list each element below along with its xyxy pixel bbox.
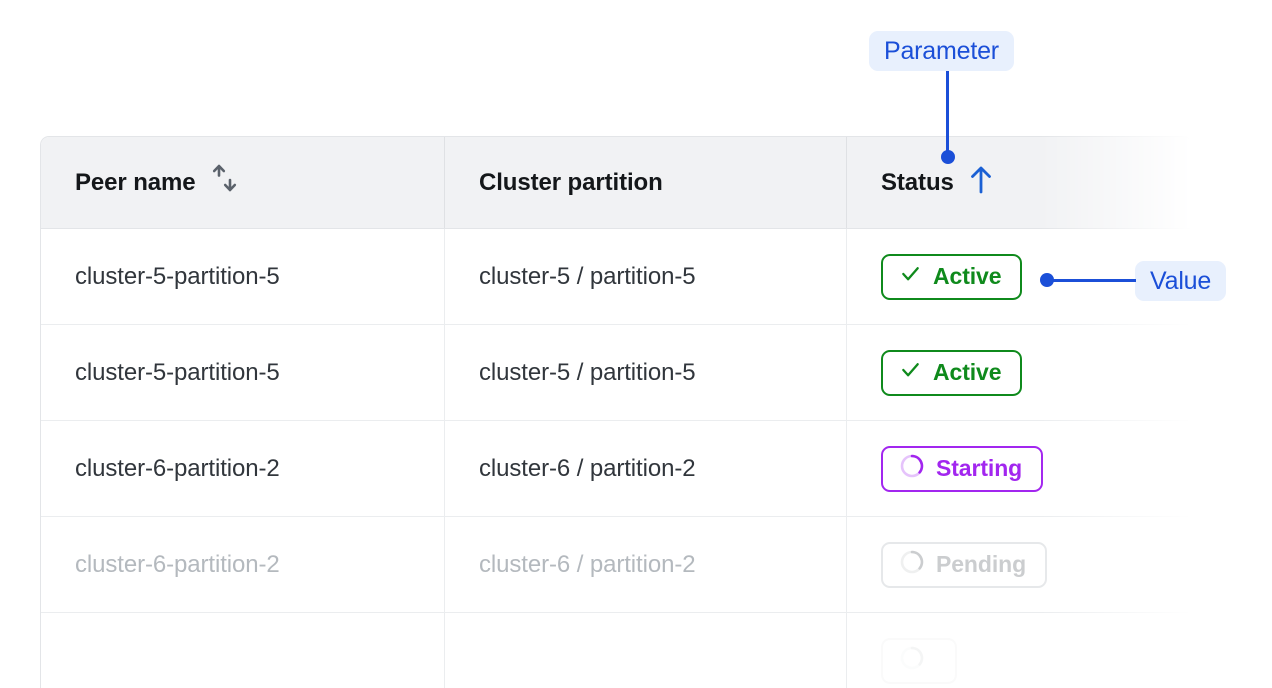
status-badge-label: Active (933, 359, 1002, 385)
annotation-leader-line-value (1046, 279, 1136, 282)
status-badge-active: Active (881, 349, 1023, 396)
cell-status: Active (846, 325, 1191, 420)
cell-peer-name: cluster-5-partition-5 (75, 358, 280, 386)
cell-cluster-partition (444, 613, 846, 688)
spinner-icon (899, 453, 925, 485)
table-row[interactable] (41, 613, 1191, 688)
table-viewport: Peer name Cluster partition Status (40, 136, 1192, 688)
annotation-dot-parameter (941, 150, 955, 164)
cell-cluster-partition: cluster-5 / partition-5 (444, 229, 846, 324)
annotation-dot-value (1040, 273, 1054, 287)
table-header-row: Peer name Cluster partition Status (41, 137, 1191, 229)
column-header-cluster-partition[interactable]: Cluster partition (444, 137, 846, 228)
column-header-label: Peer name (75, 168, 196, 196)
status-badge-label: Active (933, 263, 1002, 289)
column-header-peer-name[interactable]: Peer name (41, 137, 444, 228)
table-row[interactable]: cluster-5-partition-5 cluster-5 / partit… (41, 325, 1191, 421)
sort-both-icon[interactable] (210, 162, 240, 203)
cell-cluster-partition: cluster-6 / partition-2 (444, 517, 846, 612)
cell-cluster-partition: cluster-5 / partition-5 (444, 325, 846, 420)
cell-peer-name (41, 613, 444, 688)
annotation-chip-value: Value (1135, 261, 1227, 301)
cell-status: Starting (846, 421, 1191, 516)
spinner-icon (899, 549, 925, 581)
status-badge-starting: Starting (881, 445, 1044, 492)
table-row[interactable]: cluster-5-partition-5 cluster-5 / partit… (41, 229, 1191, 325)
peers-table: Peer name Cluster partition Status (40, 136, 1192, 688)
spinner-icon (899, 645, 925, 677)
status-badge-pending (881, 638, 957, 684)
status-badge-label: Starting (936, 455, 1023, 481)
cell-peer-name: cluster-6-partition-2 (75, 550, 280, 578)
table-row[interactable]: cluster-6-partition-2 cluster-6 / partit… (41, 421, 1191, 517)
cell-peer-name: cluster-5-partition-5 (75, 262, 280, 290)
cell-status: Pending (846, 517, 1191, 612)
check-icon (899, 262, 922, 291)
cell-peer-name: cluster-6-partition-2 (75, 454, 280, 482)
annotation-chip-parameter: Parameter (869, 31, 1014, 71)
check-icon (899, 358, 922, 387)
sort-ascending-icon[interactable] (968, 163, 994, 202)
column-header-label: Cluster partition (479, 168, 663, 196)
cell-cluster-partition: cluster-6 / partition-2 (444, 421, 846, 516)
annotation-leader-line-parameter (946, 71, 949, 155)
table-body: cluster-5-partition-5 cluster-5 / partit… (41, 229, 1191, 688)
cell-status (846, 613, 1191, 688)
status-badge-pending: Pending (881, 541, 1048, 588)
column-header-label: Status (881, 168, 954, 196)
status-badge-active: Active (881, 253, 1023, 300)
table-row[interactable]: cluster-6-partition-2 cluster-6 / partit… (41, 517, 1191, 613)
column-header-status[interactable]: Status (846, 137, 1191, 228)
status-badge-label: Pending (936, 551, 1027, 577)
cell-status: Active (846, 229, 1191, 324)
